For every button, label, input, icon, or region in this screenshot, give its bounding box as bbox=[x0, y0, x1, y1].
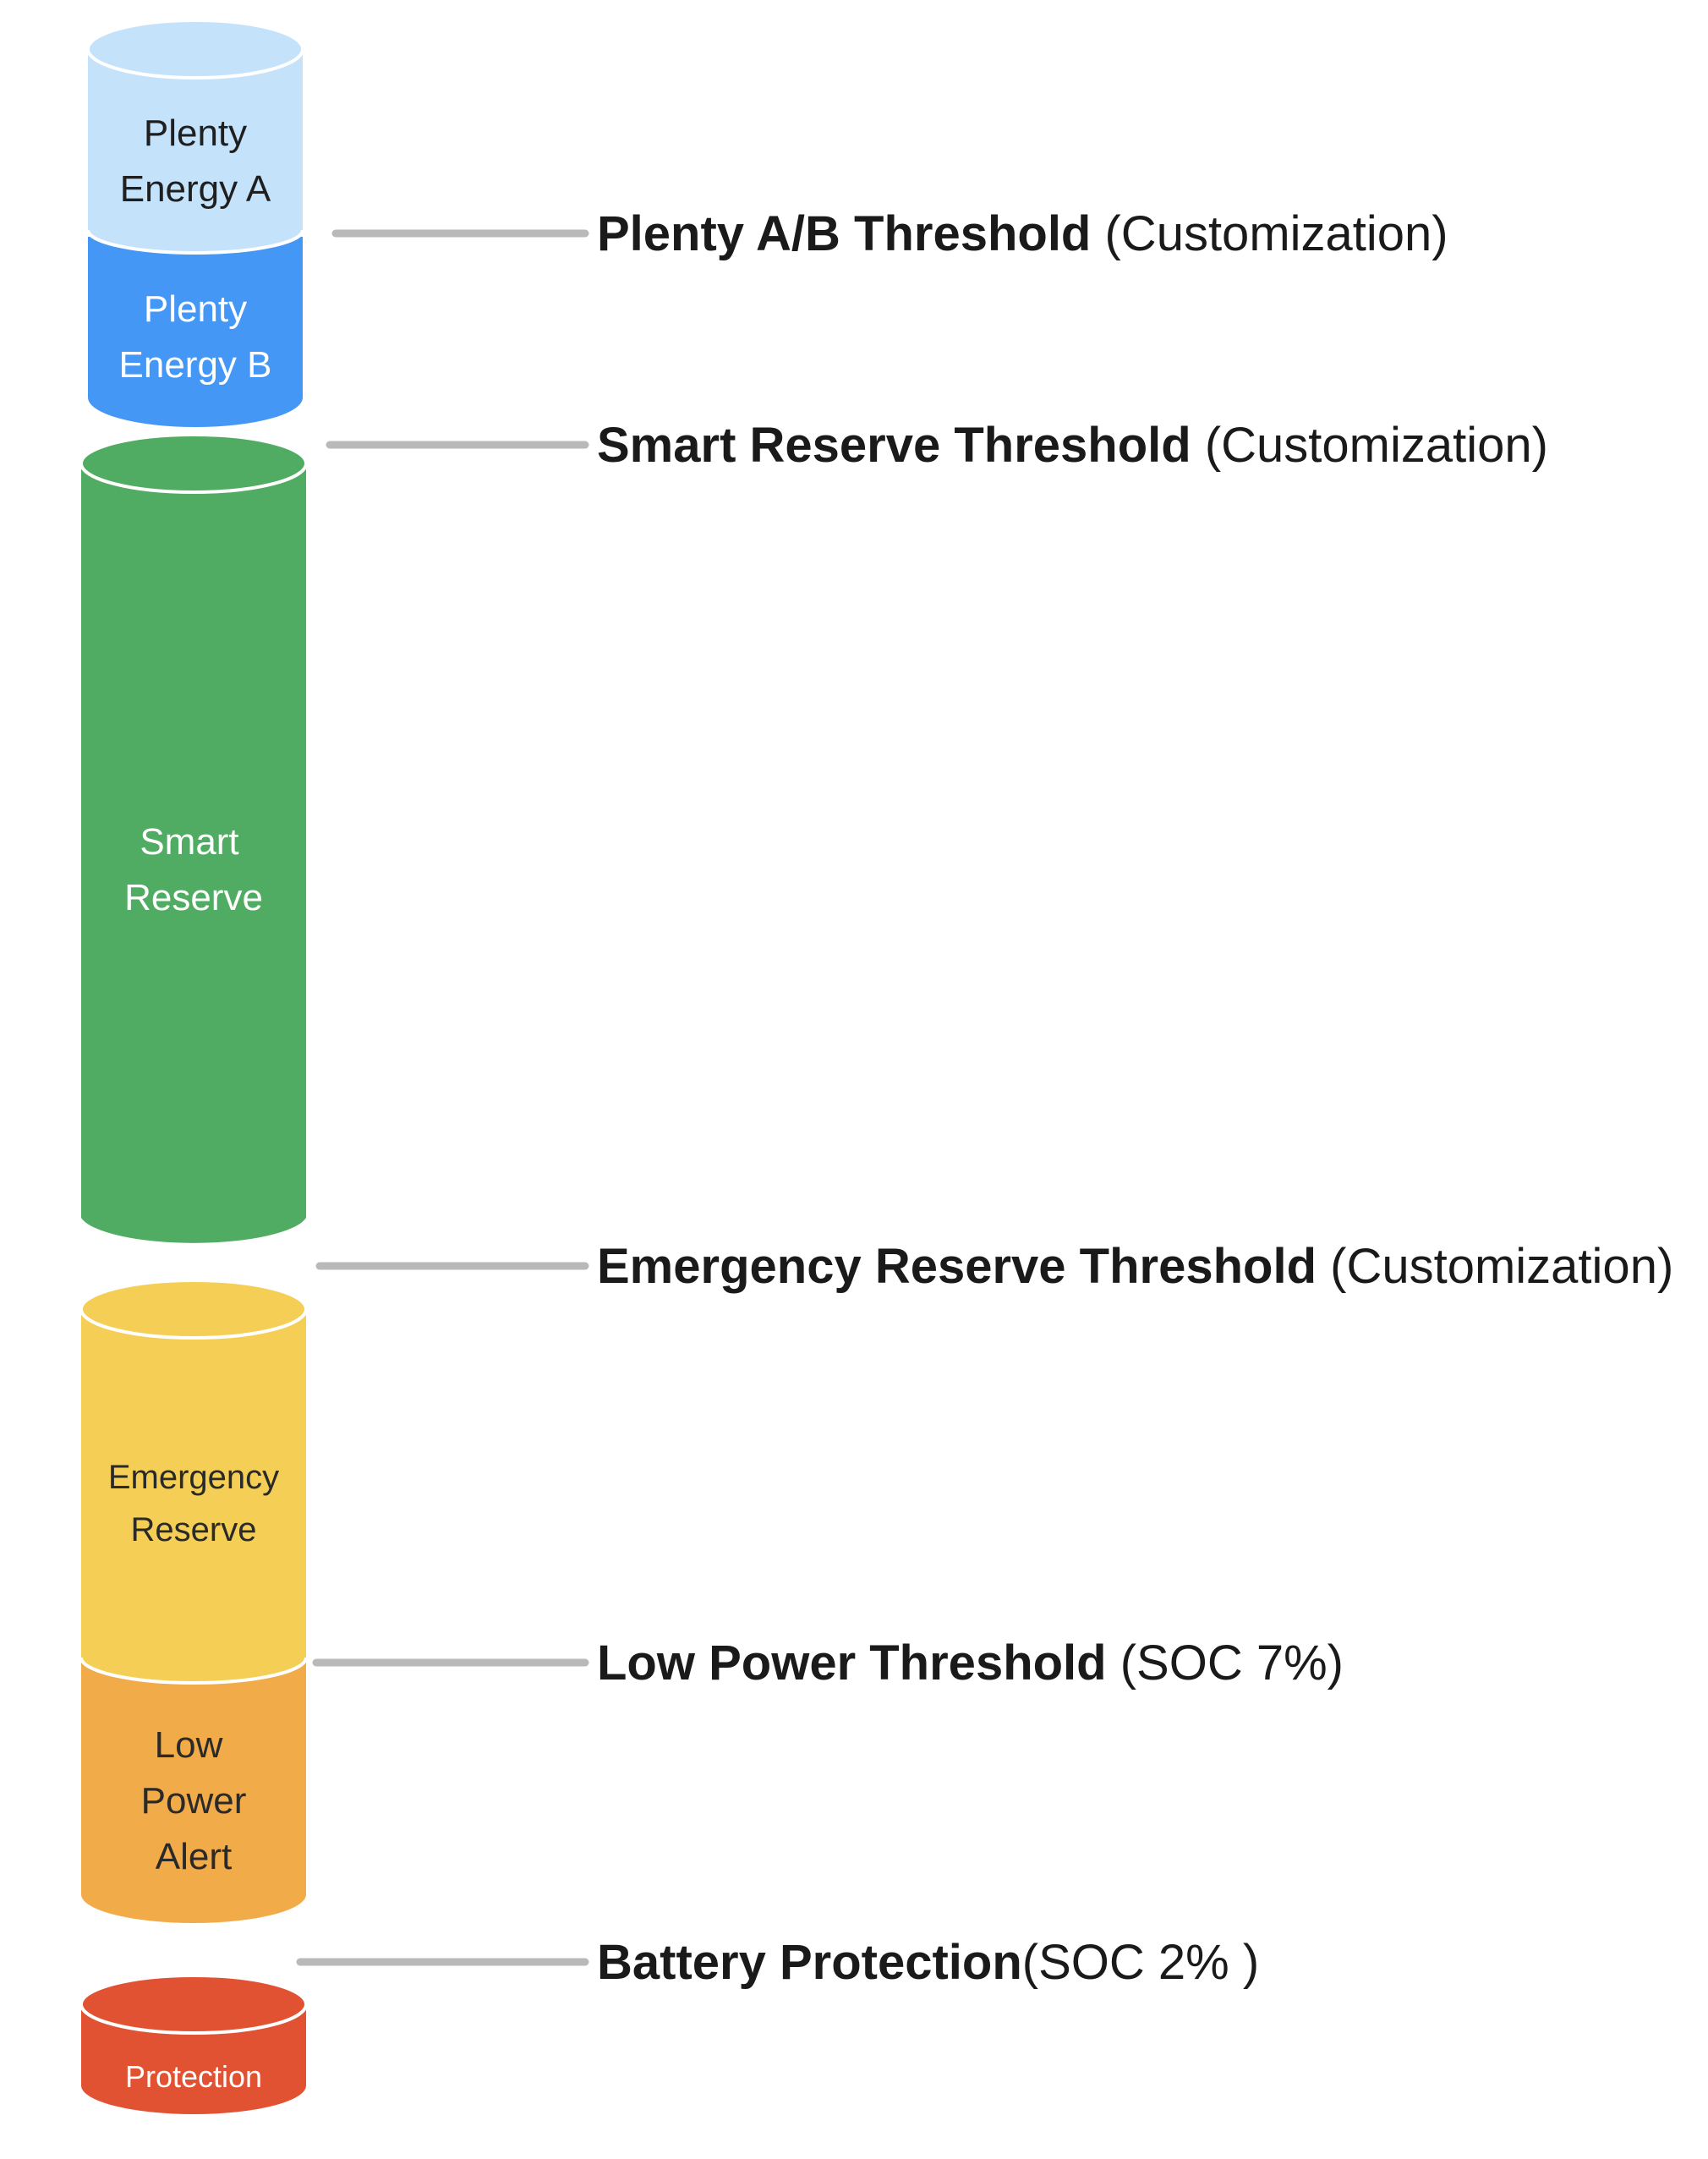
emergency-reserve-threshold-title: Emergency Reserve Threshold bbox=[597, 1239, 1317, 1294]
plenty-b-segment bbox=[88, 237, 303, 427]
low-power-label-line1: Low bbox=[155, 1724, 223, 1766]
battery-protection-threshold-label: Battery Protection(SOC 2% ) bbox=[597, 1938, 1259, 1987]
smart-reserve-top-cap bbox=[79, 433, 308, 494]
low-power-threshold-label: Low Power Threshold (SOC 7%) bbox=[597, 1639, 1344, 1688]
emergency-lowpower-divider bbox=[79, 1657, 308, 1685]
emergency-top-cap bbox=[79, 1279, 308, 1340]
plenty-top-cap bbox=[86, 19, 304, 79]
smart-reserve-threshold-title: Smart Reserve Threshold bbox=[597, 418, 1191, 473]
emergency-reserve-label-line1: Emergency bbox=[108, 1459, 279, 1496]
smart-reserve-cylinder: Smart Reserve bbox=[79, 433, 308, 1243]
connector-lines bbox=[296, 229, 589, 1966]
emergency-reserve-segment bbox=[81, 1309, 306, 1683]
low-power-threshold-title: Low Power Threshold bbox=[597, 1636, 1107, 1690]
plenty-a-label-line1: Plenty bbox=[144, 112, 247, 154]
smart-reserve-threshold-note: (Customization) bbox=[1191, 418, 1548, 473]
low-power-label-line3: Alert bbox=[156, 1836, 232, 1877]
battery-protection-threshold-note: (SOC 2% ) bbox=[1021, 1935, 1260, 1990]
plenty-a-segment bbox=[88, 49, 303, 253]
plenty-energy-cylinder: Plenty Energy A Plenty Energy B bbox=[86, 19, 304, 427]
plenty-ab-threshold-label: Plenty A/B Threshold (Customization) bbox=[597, 210, 1448, 259]
protection-segment bbox=[81, 2004, 306, 2114]
plenty-b-label-line2: Energy B bbox=[119, 344, 272, 386]
plenty-b-label-line1: Plenty bbox=[144, 288, 247, 330]
emergency-lowpower-cylinder: Emergency Reserve Low Power Alert bbox=[79, 1279, 308, 1923]
protection-label: Protection bbox=[125, 2059, 262, 2094]
low-power-segment bbox=[81, 1663, 306, 1923]
emergency-reserve-label-line2: Reserve bbox=[131, 1511, 257, 1548]
emergency-reserve-threshold-note: (Customization) bbox=[1317, 1239, 1674, 1294]
low-power-label-line2: Power bbox=[141, 1780, 247, 1822]
plenty-ab-threshold-note: (Customization) bbox=[1091, 206, 1448, 261]
low-power-threshold-note: (SOC 7%) bbox=[1106, 1636, 1344, 1690]
smart-reserve-segment bbox=[81, 463, 306, 1243]
smart-reserve-label-line2: Reserve bbox=[124, 877, 263, 918]
emergency-reserve-threshold-label: Emergency Reserve Threshold (Customizati… bbox=[597, 1242, 1673, 1291]
battery-protection-threshold-title: Battery Protection bbox=[597, 1935, 1022, 1990]
protection-top-cap bbox=[79, 1974, 308, 2035]
plenty-ab-threshold-title: Plenty A/B Threshold bbox=[597, 206, 1092, 261]
plenty-divider bbox=[86, 229, 304, 255]
smart-reserve-label-line1: Smart bbox=[140, 821, 238, 863]
plenty-a-label-line2: Energy A bbox=[120, 168, 271, 210]
smart-reserve-threshold-label: Smart Reserve Threshold (Customization) bbox=[597, 421, 1548, 470]
protection-cylinder: Protection bbox=[79, 1974, 308, 2114]
